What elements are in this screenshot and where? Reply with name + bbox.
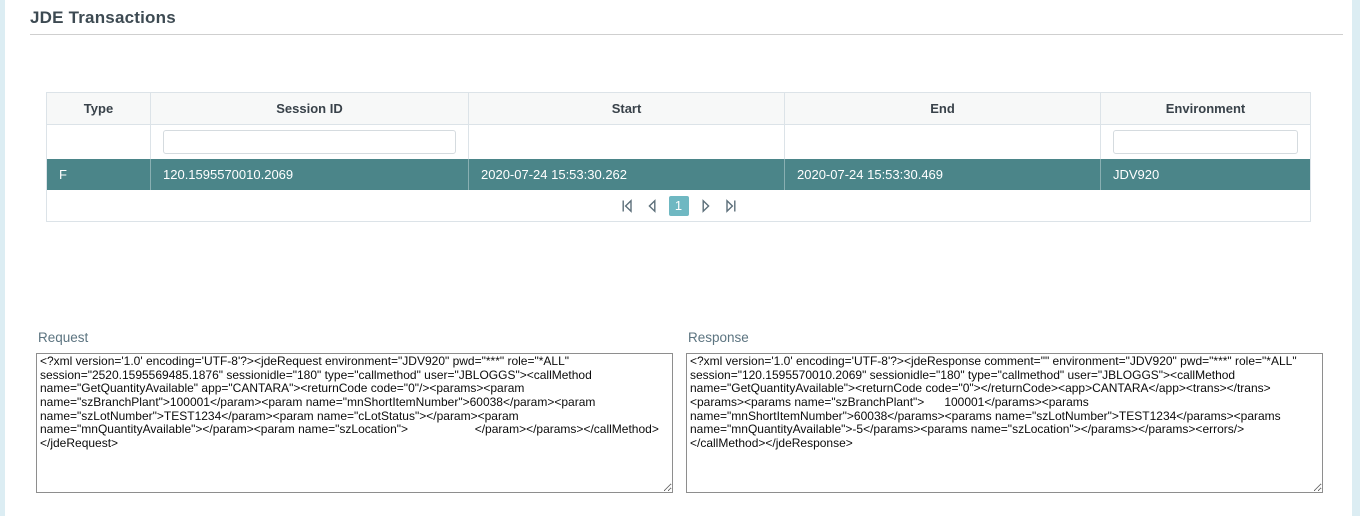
content-area: JDE Transactions Type Session ID Start E…	[5, 0, 1352, 516]
row-cell-start[interactable]: 2020-07-24 15:53:30.262	[469, 159, 785, 190]
environment-filter-input[interactable]	[1113, 130, 1298, 154]
session-id-filter-input[interactable]	[163, 130, 456, 154]
page-title: JDE Transactions	[30, 8, 176, 27]
response-xml-textarea[interactable]: <?xml version='1.0' encoding='UTF-8'?><j…	[686, 353, 1323, 493]
row-cell-session-id[interactable]: 120.1595570010.2069	[151, 159, 469, 190]
filter-cell-session-id	[151, 125, 469, 159]
transactions-table: Type Session ID Start End Environment F …	[46, 92, 1311, 222]
next-page-button[interactable]	[698, 198, 714, 214]
pagination: 1	[47, 190, 1310, 221]
last-page-button[interactable]	[723, 198, 739, 214]
column-header-session-id[interactable]: Session ID	[151, 93, 469, 124]
title-divider	[30, 34, 1343, 35]
response-label: Response	[688, 330, 749, 345]
column-header-type[interactable]: Type	[47, 93, 151, 124]
filter-cell-start	[469, 125, 785, 159]
filter-cell-environment	[1101, 125, 1310, 159]
first-page-button[interactable]	[619, 198, 635, 214]
row-cell-environment[interactable]: JDV920	[1113, 167, 1160, 182]
row-cell-type[interactable]: F	[47, 159, 151, 190]
next-page-icon	[699, 198, 713, 213]
table-filter-row	[47, 125, 1310, 159]
request-xml-textarea[interactable]: <?xml version='1.0' encoding='UTF-8'?><j…	[36, 353, 673, 493]
current-page-button[interactable]: 1	[668, 195, 689, 216]
first-page-icon	[620, 198, 634, 213]
table-header-row: Type Session ID Start End Environment	[47, 93, 1310, 125]
previous-page-button[interactable]	[644, 198, 660, 214]
row-cell-end[interactable]: 2020-07-24 15:53:30.469	[785, 159, 1101, 190]
table-row[interactable]: F 120.1595570010.2069 2020-07-24 15:53:3…	[47, 159, 1310, 190]
filter-cell-end	[785, 125, 1101, 159]
column-header-start[interactable]: Start	[469, 93, 785, 124]
last-page-icon	[724, 198, 738, 213]
column-header-environment[interactable]: Environment	[1165, 101, 1246, 116]
previous-page-icon	[645, 198, 659, 213]
filter-cell-type	[47, 125, 151, 159]
request-label: Request	[38, 330, 89, 345]
column-header-end[interactable]: End	[785, 93, 1101, 124]
